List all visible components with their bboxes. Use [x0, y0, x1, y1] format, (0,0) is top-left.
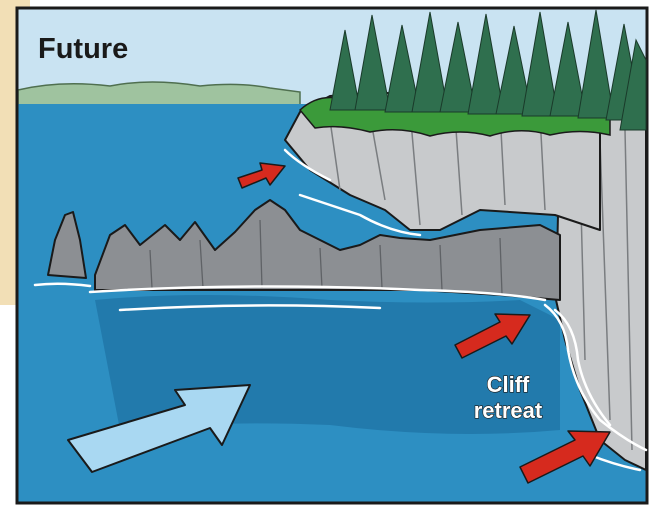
panel-title: Future [38, 33, 128, 65]
cliff-retreat-label: Cliff retreat [473, 371, 543, 423]
cliff-retreat-label-line1: Cliff [487, 372, 530, 397]
distant-hills [17, 81, 301, 109]
conifer-trees [329, 9, 647, 131]
surf-foam-lines [33, 148, 648, 472]
sea-stack [47, 211, 87, 279]
red-arrow-lower [519, 430, 611, 484]
wave-direction-arrow [67, 384, 251, 473]
cliff-retreat-label-line2: retreat [474, 398, 543, 423]
red-arrow-middle [454, 313, 531, 359]
upper-cliff-with-forest [284, 9, 647, 231]
wave-attack-arrows [237, 162, 611, 484]
red-arrow-upper [237, 162, 286, 189]
